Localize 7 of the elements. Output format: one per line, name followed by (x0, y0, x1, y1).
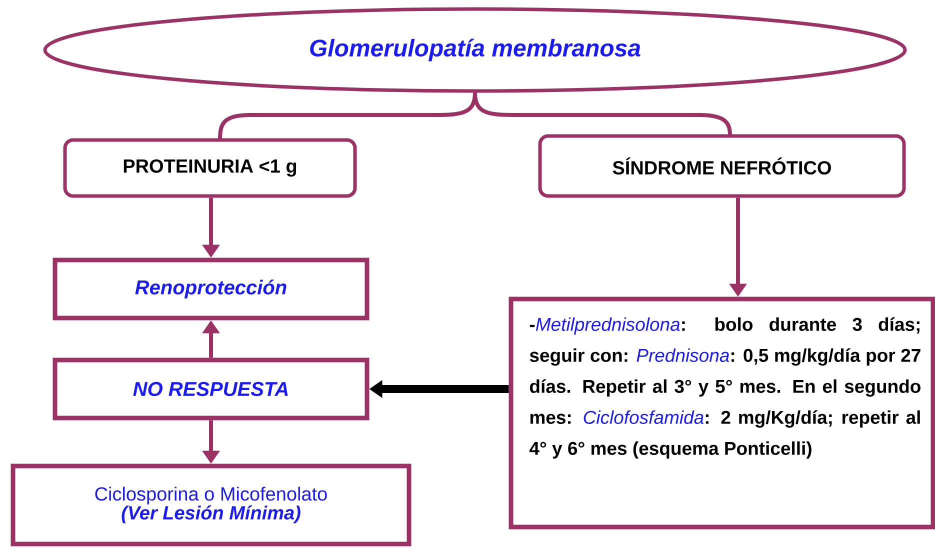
process-box: Renoprotección (52, 258, 370, 320)
process-box: Ciclosporina o Micofenolato (Ver Lesión Mínima) (10, 464, 412, 546)
process-box: -Metilprednisolona: bolo durante 3 días; seguir con: Prednisona: 0,5 mg/kg/día por 27 días. Repetir al 3° y 5° mes. En el segundo mes: Ciclofosfamida: 2 mg/Kg/día; repetir al 4° y 6° mes (esquema Ponticelli) (508, 296, 935, 530)
process-box: NO RESPUESTA (52, 358, 370, 420)
category-box: SÍNDROME NEFRÓTICO (538, 134, 906, 198)
category-box: PROTEINURIA <1 g (63, 138, 357, 198)
connector-brace (473, 92, 732, 136)
